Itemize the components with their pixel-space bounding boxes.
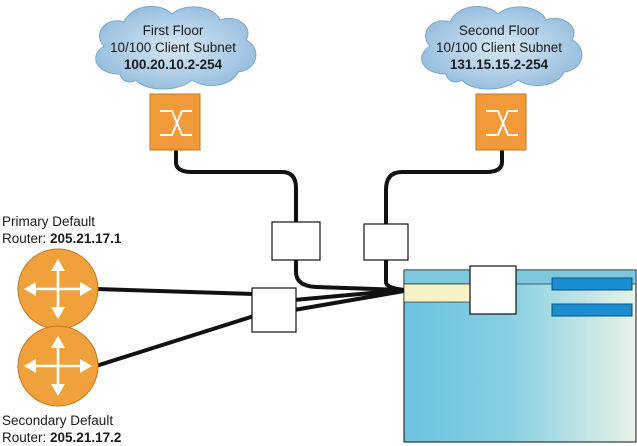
router-2-address-line: Router: 205.21.17.2 bbox=[2, 429, 121, 446]
router-2-ip: 205.21.17.2 bbox=[50, 430, 122, 445]
cloud-1-line1: First Floor bbox=[142, 23, 204, 38]
cable-router1-hub3 bbox=[94, 287, 256, 296]
cloud-2-line2: 10/100 Client Subnet bbox=[435, 40, 563, 55]
switch-icon bbox=[475, 93, 527, 151]
cloud-1-subnet: 100.20.10.2-254 bbox=[123, 57, 223, 72]
switch-icon bbox=[149, 93, 201, 151]
cloud-first-floor bbox=[95, 5, 257, 90]
device-module-box bbox=[469, 265, 517, 315]
router-1-title: Primary Default bbox=[2, 214, 96, 229]
router-icon bbox=[17, 248, 99, 330]
cable-router2-hub3 bbox=[94, 314, 256, 368]
router-label-primary: Primary Default Router: 205.21.17.1 bbox=[2, 213, 121, 247]
cloud-label-second-floor: Second Floor 10/100 Client Subnet 131.15… bbox=[424, 22, 574, 73]
router-2-title: Secondary Default bbox=[2, 413, 114, 428]
device-yellow-strip bbox=[403, 283, 471, 303]
cloud-2-subnet: 131.15.15.2-254 bbox=[449, 57, 549, 72]
cloud-second-floor bbox=[421, 5, 583, 90]
cable-switch1-hub bbox=[174, 150, 298, 224]
cable-hub2-device bbox=[384, 256, 406, 292]
cloud-1-line2: 10/100 Client Subnet bbox=[109, 40, 237, 55]
router-icon bbox=[17, 325, 99, 407]
router-1-router-word: Router: bbox=[2, 231, 51, 246]
router-2-router-word: Router: bbox=[2, 430, 51, 445]
cable-hub1-device bbox=[294, 256, 406, 292]
hub-icon bbox=[251, 287, 297, 333]
router-1-ip: 205.21.17.1 bbox=[50, 231, 122, 246]
router-1-address-line: Router: 205.21.17.1 bbox=[2, 230, 121, 247]
hub-icon bbox=[271, 221, 321, 261]
cable-switch2-hub bbox=[384, 150, 504, 226]
cable-hub3-device bbox=[292, 288, 406, 302]
cloud-label-first-floor: First Floor 10/100 Client Subnet 100.20.… bbox=[98, 22, 248, 73]
port-2 bbox=[551, 303, 633, 317]
port-1 bbox=[551, 277, 633, 291]
main-switch-device bbox=[403, 265, 637, 443]
cable-hub3-device-2 bbox=[292, 289, 406, 312]
hub-icon bbox=[363, 223, 409, 261]
cloud-2-line1: Second Floor bbox=[458, 23, 540, 38]
router-label-secondary: Secondary Default Router: 205.21.17.2 bbox=[2, 412, 121, 446]
